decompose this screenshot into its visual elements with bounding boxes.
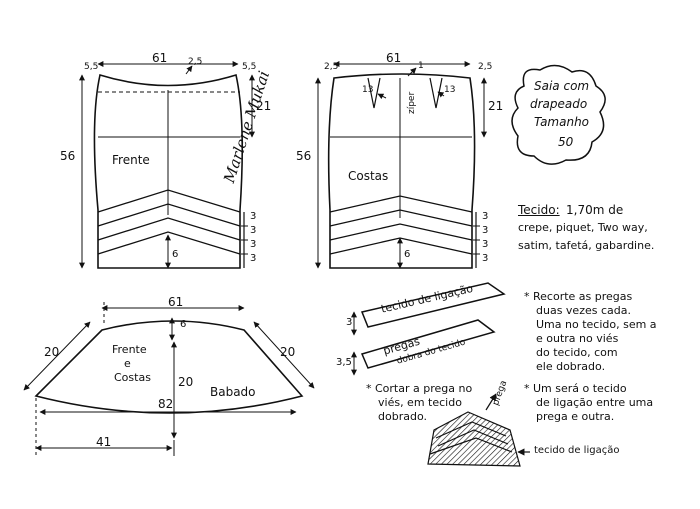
strips [360,282,506,369]
note1-line-2: duas vezes cada. [536,304,631,317]
back-hip-label: 21 [488,99,504,113]
ruffle-top-depth-label: 6 [180,319,187,330]
back-width-label: 61 [386,51,402,65]
back-six-label: 6 [404,249,411,260]
front-left-waist-label: 5,5 [84,62,99,72]
back-zipper-label: zíper [407,91,417,114]
binding-strip-width: 3 [346,317,353,328]
title-line-3: Tamanho [534,115,590,129]
back-pleat-label-4: 3 [482,253,489,264]
title-cloud [511,64,606,165]
back-pleat-label-1: 3 [482,211,489,222]
ruffle-hem-width-label: 82 [158,397,174,411]
front-six-label: 6 [172,249,179,260]
front-pleat-label-1: 3 [250,211,257,222]
cut-note-line-1: * Cortar a prega no [366,382,473,395]
front-piece-name: Frente [112,153,150,167]
front-hip-label: 21 [256,99,272,113]
ruffle-left-side-label: 20 [44,345,60,359]
title-line-1: Saia com [534,79,590,93]
ruffle-right-side-label: 20 [280,345,296,359]
note2-line-1: * Um será o tecido [524,382,627,395]
ruffle-piece-name: Babado [210,385,256,399]
back-dimensions [315,61,487,269]
front-skirt-piece [93,73,244,269]
ruffle-part-label-and: e [124,357,131,370]
sketch-binding-label: tecido de ligação [534,445,620,456]
note1-line-1: * Recorte as pregas [524,290,633,303]
pleat-strip-width: 3,5 [336,357,352,368]
note1-line-6: ele dobrado. [536,360,606,373]
front-height-label: 56 [60,149,76,163]
front-pleat-label-2: 3 [250,225,257,236]
note2-line-3: prega e outra. [536,410,615,423]
back-pleat-label-3: 3 [482,239,489,250]
fabric-label: Tecido: [518,203,560,217]
cut-note-line-3: dobrado. [378,410,427,423]
title-line-4: 50 [558,135,574,149]
note1-line-5: do tecido, com [536,346,618,359]
back-pleat-label-2: 3 [482,225,489,236]
front-pleat-label-3: 3 [250,239,257,250]
ruffle-half-width-label: 41 [96,435,112,449]
back-dart1-label: 13 [362,85,374,95]
back-top-mark: 1 [418,61,424,71]
front-right-waist-label: 5,5 [242,62,257,72]
back-height-label: 56 [296,149,312,163]
ruffle-part-label-front: Frente [112,343,147,356]
ruffle-dimensions [23,302,315,456]
pleat-sketch [427,393,530,467]
front-dimensions [79,61,255,269]
ruffle-height-label: 20 [178,375,194,389]
note1-line-3: Uma no tecido, sem a [536,318,657,331]
title-line-2: drapeado [530,97,588,111]
back-right-waist-label: 2,5 [478,62,493,72]
front-width-label: 61 [152,51,168,65]
back-dart2-label: 13 [444,85,456,95]
fabric-types-line-2: satim, tafetá, gabardine. [518,239,655,252]
fabric-types-line-1: crepe, piquet, Two way, [518,221,648,234]
note2-line-2: de ligação entre uma [536,396,654,409]
note1-line-4: e outra no viés [536,332,619,345]
fabric-amount: 1,70m de [566,203,624,217]
ruffle-top-width-label: 61 [168,295,184,309]
back-piece-name: Costas [348,169,389,183]
front-dart-label: 2,5 [188,57,203,67]
ruffle-part-label-back: Costas [114,371,151,384]
cut-note-line-2: viés, em tecido [378,396,462,409]
back-left-waist-label: 2,5 [324,62,339,72]
front-pleat-label-4: 3 [250,253,257,264]
back-skirt-piece [327,73,476,269]
